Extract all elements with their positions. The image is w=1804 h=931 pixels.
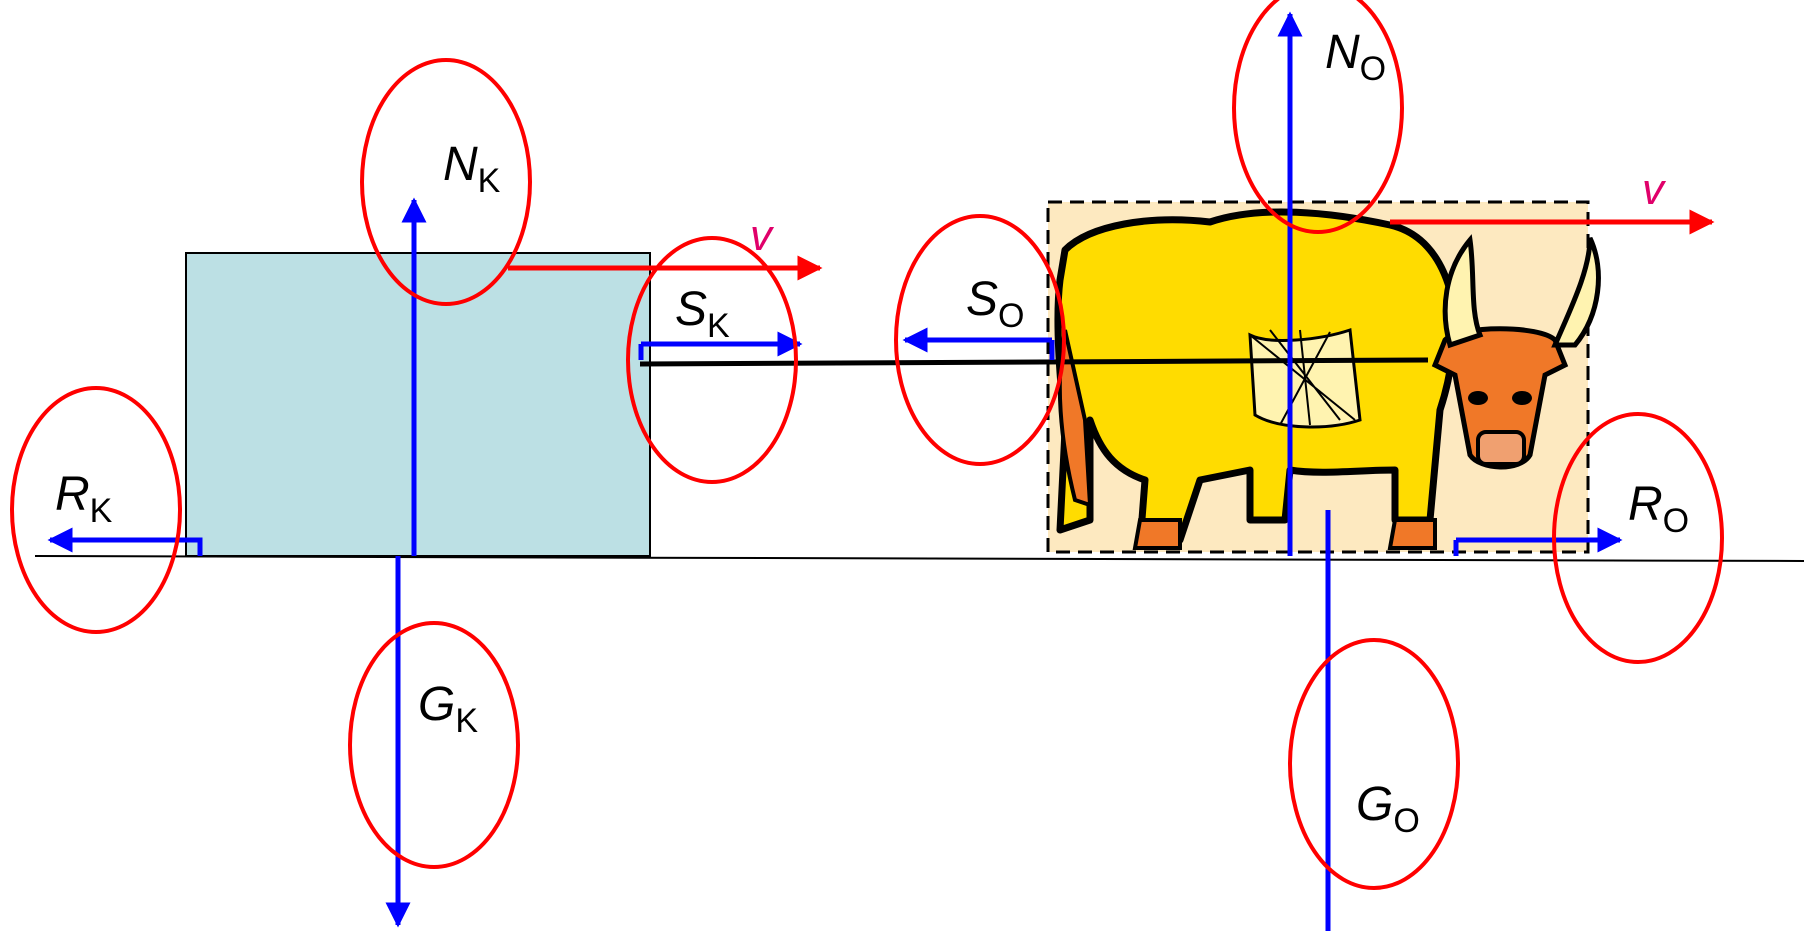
ellipse-g-k (348, 621, 520, 869)
ellipse-s-o (894, 214, 1066, 466)
ellipse-r-o (1552, 412, 1724, 664)
label-g-o: GO (1356, 778, 1420, 840)
ellipse-n-o (1232, 0, 1404, 234)
label-v-left: v (750, 211, 775, 260)
label-s-o: SO (966, 273, 1024, 335)
label-n-k: NK (443, 138, 501, 200)
force-arrows (47, 11, 1623, 931)
arrow-r-k-marker (177, 537, 203, 556)
ellipse-r-k (10, 386, 182, 634)
label-v-right: v (1642, 165, 1667, 214)
label-n-o: NO (1325, 26, 1386, 88)
label-s-k: SK (675, 283, 730, 345)
label-r-k: RK (55, 468, 113, 530)
rope-line (639, 357, 1429, 367)
ellipse-n-k (360, 58, 532, 306)
sled-block (185, 252, 651, 557)
label-r-o: RO (1628, 478, 1689, 540)
ox-icon (1054, 208, 1601, 550)
ellipse-g-o (1288, 638, 1460, 890)
ellipse-s-k (626, 236, 798, 484)
label-g-k: GK (418, 678, 478, 740)
highlight-ellipses (10, 0, 1724, 890)
